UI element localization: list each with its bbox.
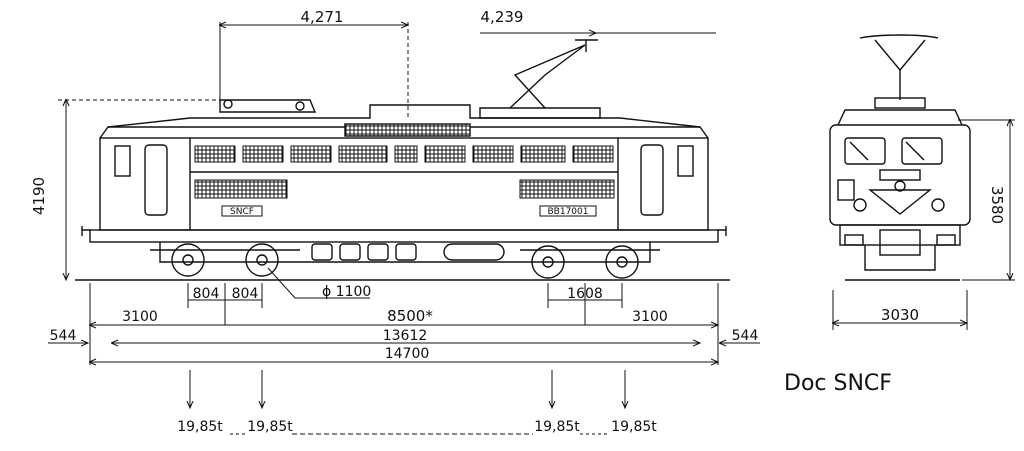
dim-bogie-right: 1608	[567, 286, 603, 302]
plate-sncf: SNCF	[230, 207, 254, 217]
axle-load-3: 19,85t	[534, 419, 580, 435]
dim-buffer-length: 13612	[383, 328, 428, 344]
plate-number: BB17001	[548, 207, 589, 217]
roof-grill	[344, 123, 471, 137]
dim-overhang-left: 544	[50, 328, 77, 344]
dim-wheel-b: 804	[232, 286, 259, 302]
side-wheels	[150, 243, 660, 279]
front-view	[829, 34, 971, 281]
axle-load-2: 19,85t	[247, 419, 293, 435]
dim-top-right: 4,239	[481, 8, 524, 26]
dim-bogie-centers: 8500*	[387, 307, 433, 325]
dim-wheel-a: 804	[193, 286, 220, 302]
axle-load-labels: 19,85t 19,85t 19,85t 19,85t	[177, 419, 657, 435]
dim-overall-length: 14700	[385, 346, 430, 362]
pantograph-side	[509, 39, 598, 109]
dim-front-width: 3030	[881, 306, 919, 324]
dimension-labels: 4,271 4,239 4190 3580 804 804 ϕ 1100 160…	[30, 8, 1006, 362]
side-view	[75, 39, 730, 281]
dim-top-left: 4,271	[301, 8, 344, 26]
dim-end-left: 3100	[122, 309, 158, 325]
dimension-lines	[48, 22, 760, 435]
front-number-plate	[879, 169, 921, 181]
dim-overhang-right: 544	[732, 328, 759, 344]
axle-load-4: 19,85t	[611, 419, 657, 435]
plate-labels: SNCF BB17001	[230, 207, 588, 217]
dim-wheel-diameter: ϕ 1100	[322, 284, 371, 300]
credit-text: Doc SNCF	[784, 371, 892, 396]
dim-height-front: 3580	[988, 186, 1006, 224]
dim-end-right: 3100	[632, 309, 668, 325]
axle-load-1: 19,85t	[177, 419, 223, 435]
front-dimension-lines	[833, 120, 1015, 330]
dim-height-side: 4190	[30, 177, 48, 215]
